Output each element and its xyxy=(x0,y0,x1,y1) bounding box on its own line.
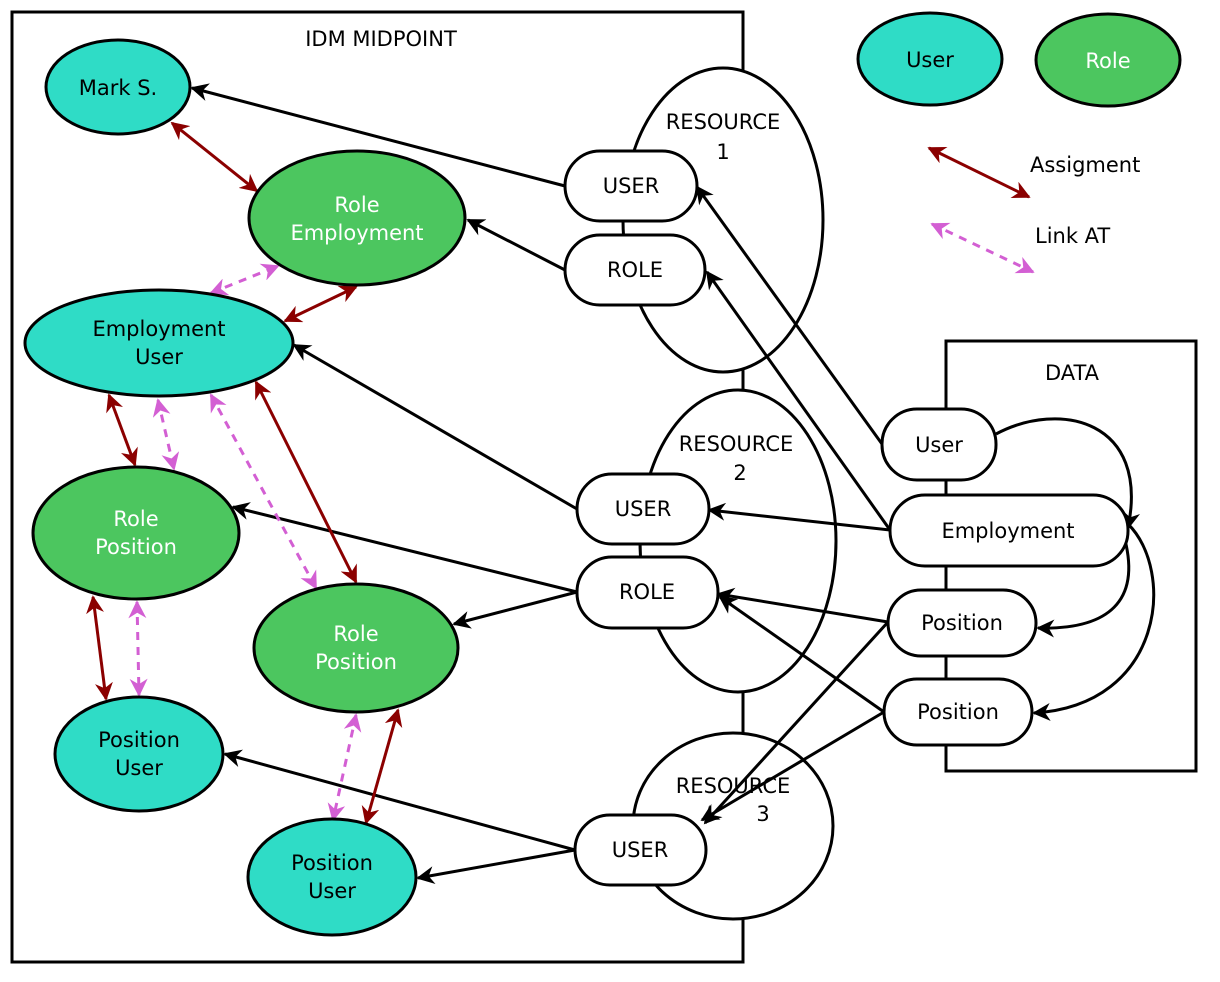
legend-user-swatch xyxy=(856,11,1004,107)
legend-linkat-arrow xyxy=(930,222,1035,274)
linkat-role-position-2-position-user-2 xyxy=(327,713,362,822)
port-r3-user-label: USER xyxy=(612,838,669,862)
node-employment-user-label-1: Employment xyxy=(92,317,225,341)
assignment-role-position-2-position-user-2 xyxy=(361,708,403,825)
data-item-employment-label: Employment xyxy=(941,519,1074,543)
node-role-employment xyxy=(247,149,467,287)
link-r2role-to-role-position-1 xyxy=(231,502,578,594)
node-position-user-1-label-2: User xyxy=(115,756,163,780)
linkat-employment-user-role-position-1 xyxy=(152,398,180,471)
link-data-employment-to-r2user xyxy=(707,502,891,532)
link-data-position2-to-r2role xyxy=(718,595,885,714)
data-item-position-1 xyxy=(886,588,1038,658)
node-role-employment-label-2: Employment xyxy=(290,221,423,245)
data-item-user-label: User xyxy=(915,433,963,457)
resource-2-label-line2: 2 xyxy=(733,461,746,485)
node-role-position-1-label-2: Position xyxy=(95,535,177,559)
link-r3user-to-position-user-2 xyxy=(416,848,576,885)
node-employment-user-label-2: User xyxy=(135,345,183,369)
link-data-position2-to-r3user xyxy=(700,710,885,822)
node-role-employment-label-1: Role xyxy=(334,193,379,217)
port-r1-role-label: ROLE xyxy=(607,258,663,282)
link-data-position1-to-r3user xyxy=(703,620,890,825)
link-r2role-to-role-position-2 xyxy=(452,590,578,629)
data-item-user xyxy=(880,407,998,482)
port-r2-role xyxy=(575,555,720,630)
port-r3-user xyxy=(573,813,708,887)
node-position-user-2-label-2: User xyxy=(308,879,356,903)
node-position-user-1 xyxy=(53,695,225,813)
data-item-position-1-label: Position xyxy=(921,611,1003,635)
data-item-position-2-label: Position xyxy=(917,700,999,724)
assignment-mark-role-employment xyxy=(170,121,259,193)
port-r2-user xyxy=(575,472,711,546)
data-curve-employment-to-position-2 xyxy=(1032,522,1156,721)
legend-user-label: User xyxy=(906,48,954,72)
data-item-position-2 xyxy=(882,677,1034,747)
legend-role-label: Role xyxy=(1085,49,1130,73)
resource-1-label-line1: RESOURCE xyxy=(666,110,781,134)
linkat-role-position-1-position-user-1 xyxy=(128,600,148,697)
port-r2-role-label: ROLE xyxy=(619,580,675,604)
resource-3-label-line2: 3 xyxy=(756,802,769,826)
link-data-position1-to-r2role xyxy=(716,587,889,624)
resource-2-label-line1: RESOURCE xyxy=(679,432,794,456)
data-title: DATA xyxy=(1045,361,1100,385)
node-position-user-2 xyxy=(246,817,418,937)
legend-linkat-label: Link AT xyxy=(1035,224,1110,248)
link-data-employment-to-r1role xyxy=(705,270,892,531)
resource-1-label-line2: 1 xyxy=(716,140,729,164)
node-role-position-1-label-1: Role xyxy=(113,507,158,531)
link-data-user-to-r1user xyxy=(695,185,884,445)
node-role-position-1 xyxy=(31,465,241,601)
node-position-user-2-label-1: Position xyxy=(291,851,373,875)
assignment-employment-user-role-position-2 xyxy=(254,380,358,584)
linkat-employment-user-role-position-2 xyxy=(209,393,318,590)
node-position-user-1-label-1: Position xyxy=(98,728,180,752)
node-mark-s-label: Mark S. xyxy=(79,76,157,100)
node-role-position-2-label-1: Role xyxy=(333,622,378,646)
port-r1-role xyxy=(563,233,707,307)
port-r1-user xyxy=(563,149,699,223)
port-r1-user-label: USER xyxy=(603,174,660,198)
assignment-employment-user-role-position-1 xyxy=(106,393,138,467)
data-curve-user-to-employment xyxy=(995,417,1141,530)
node-role-position-2 xyxy=(252,582,460,714)
node-mark-s xyxy=(44,38,192,136)
data-curve-employment-to-position-1 xyxy=(1036,539,1131,638)
link-r1user-to-mark xyxy=(190,83,566,188)
node-role-position-2-label-2: Position xyxy=(315,650,397,674)
data-item-employment xyxy=(888,493,1130,568)
linkat-employment-user-role-employment xyxy=(209,263,280,296)
legend-role-swatch xyxy=(1034,12,1182,108)
idm-midpoint-title: IDM MIDPOINT xyxy=(305,27,457,51)
port-r2-user-label: USER xyxy=(615,497,672,521)
link-r2user-to-employment-user xyxy=(292,343,578,511)
legend-assignment-arrow xyxy=(927,146,1031,199)
legend-assignment-label: Assigment xyxy=(1030,153,1140,177)
assignment-employment-user-role-employment xyxy=(283,285,358,323)
assignment-role-position-1-position-user-1 xyxy=(86,595,113,701)
link-r1role-to-role-employment xyxy=(466,218,566,272)
node-employment-user xyxy=(23,288,295,398)
